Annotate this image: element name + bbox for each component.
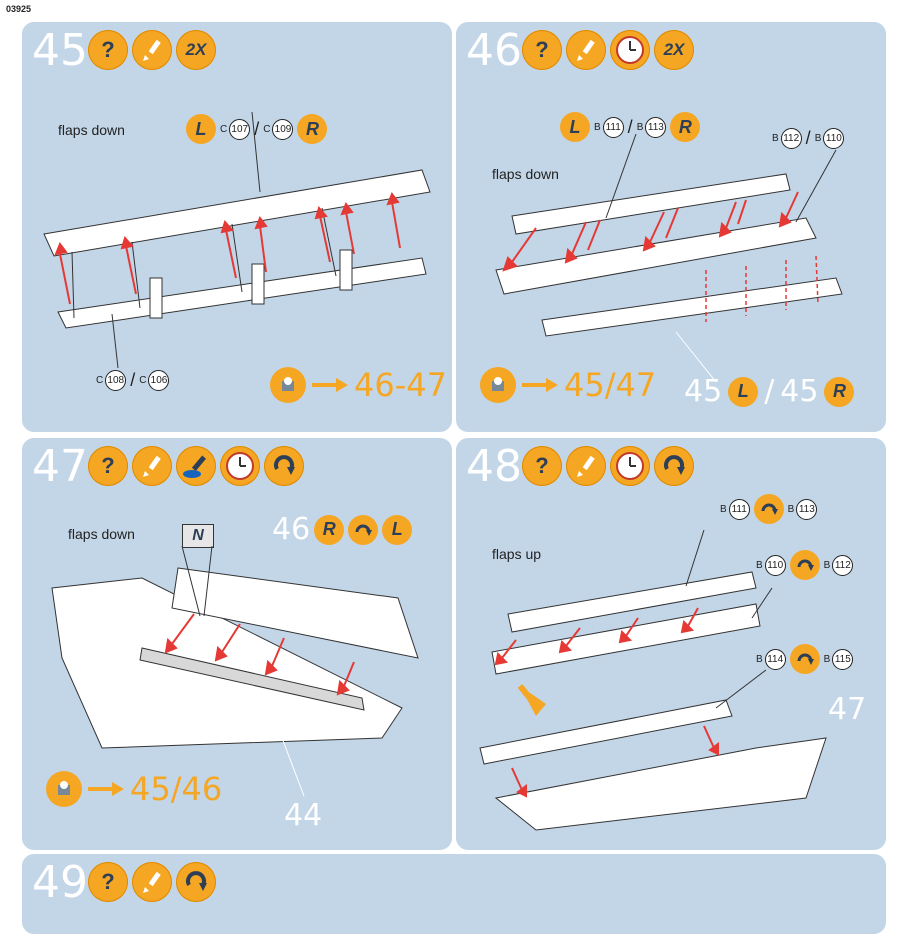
question-icon: ? (88, 30, 128, 70)
component-reference: 44 (284, 798, 323, 833)
rotate-icon (264, 446, 304, 486)
question-icon: ? (522, 446, 562, 486)
component-reference: 47 (828, 692, 867, 727)
flaps-label: flaps up (492, 546, 542, 562)
view-icon (480, 367, 516, 403)
flag-marker: N (182, 524, 214, 548)
step-number: 45 (32, 25, 88, 76)
step-number: 46 (466, 25, 522, 76)
left-badge: L (728, 376, 759, 407)
component-reference: 45 L / 45 R (684, 374, 855, 409)
step-number: 47 (32, 441, 88, 492)
step-reference: 45/47 (480, 366, 656, 404)
repeat-2x-badge: 2X (654, 30, 694, 70)
wing-illustration (479, 529, 827, 831)
brush-icon (566, 30, 606, 70)
rotate-icon (753, 494, 784, 524)
flaps-label: flaps down (492, 166, 559, 182)
question-icon: ? (522, 30, 562, 70)
arrow-right-icon (312, 378, 348, 392)
clock-icon (610, 30, 650, 70)
arrow-right-icon (88, 782, 124, 796)
view-icon (46, 771, 82, 807)
step-number: 48 (466, 441, 522, 492)
document-id: 03925 (6, 4, 32, 14)
step-reference: 45/46 (46, 770, 222, 808)
right-badge: R (670, 112, 701, 142)
paint-icon (176, 446, 216, 486)
step-reference: 46-47 (270, 366, 447, 404)
question-icon: ? (88, 446, 128, 486)
clock-icon (610, 446, 650, 486)
step-49-panel: 49 ? (22, 854, 886, 934)
view-icon (270, 367, 306, 403)
brush-icon (566, 446, 606, 486)
right-badge: R (297, 114, 328, 144)
right-badge: R (824, 376, 855, 407)
right-badge: R (314, 514, 345, 545)
left-badge: L (186, 114, 216, 144)
arrow-right-icon (522, 378, 558, 392)
clock-icon (220, 446, 260, 486)
rotate-icon (654, 446, 694, 486)
flap-assembly-illustration (495, 133, 843, 383)
rotate-icon (176, 862, 216, 902)
left-badge: L (382, 514, 413, 545)
rotate-icon (789, 550, 820, 580)
flaps-label: flaps down (68, 526, 135, 542)
question-icon: ? (88, 862, 128, 902)
brush-icon (132, 446, 172, 486)
rotate-icon (789, 644, 820, 674)
flaps-label: flaps down (58, 122, 125, 138)
flap-assembly-illustration (43, 111, 431, 369)
left-badge: L (560, 112, 590, 142)
step-number: 49 (32, 857, 88, 908)
wing-illustration (51, 545, 419, 797)
step-47-panel: 47 ? flaps down 46 R L N (22, 438, 452, 850)
brush-icon (132, 862, 172, 902)
brush-icon (132, 30, 172, 70)
component-reference: 46 (272, 512, 311, 547)
repeat-2x-badge: 2X (176, 30, 216, 70)
rotate-icon (348, 514, 379, 545)
